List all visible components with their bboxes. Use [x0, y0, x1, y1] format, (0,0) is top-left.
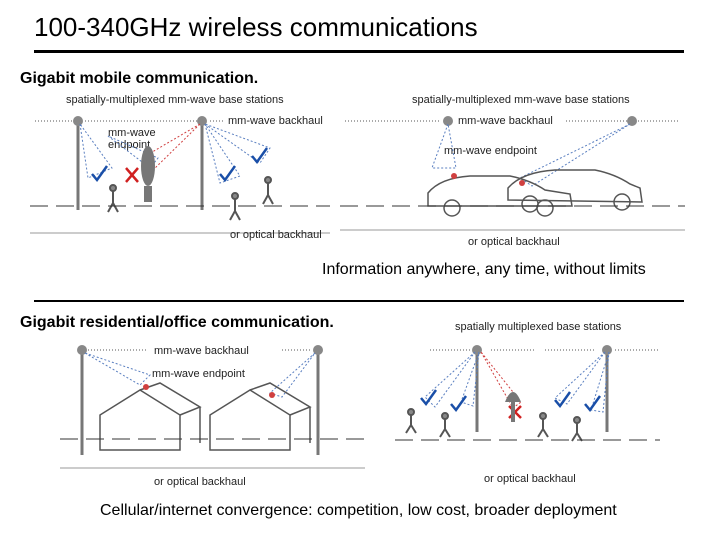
check-icon — [450, 395, 468, 413]
pole-2 — [313, 345, 323, 455]
page-title: 100-340GHz wireless communications — [34, 12, 478, 42]
pole-2 — [197, 116, 207, 210]
cellular-convergence-diagram: spatially multiplexed base stations — [395, 321, 660, 442]
backhaul-label: mm-wave backhaul — [154, 345, 249, 357]
endpoint-dot — [269, 392, 275, 398]
user-figure — [262, 176, 274, 205]
optical-backhaul-label: or optical backhaul — [468, 236, 560, 248]
house-icon — [209, 382, 312, 451]
user-figure — [571, 416, 583, 442]
check-icon — [554, 391, 572, 409]
house-icon — [99, 382, 202, 451]
section1-heading: Gigabit mobile communication. — [20, 70, 259, 87]
beam-blue-2 — [269, 352, 316, 398]
endpoint-label: mm-wave endpoint — [444, 145, 537, 157]
beam-red-1 — [141, 123, 201, 174]
beam-blue-3 — [204, 123, 271, 164]
section-divider — [34, 300, 684, 302]
base-stations-label: spatially multiplexed base stations — [455, 321, 622, 333]
beam-blue-1 — [84, 352, 151, 386]
user-figure — [107, 184, 119, 213]
optical-backhaul-label: or optical backhaul — [230, 229, 322, 241]
pole-2 — [602, 345, 612, 432]
pole-1 — [472, 345, 482, 432]
pole-1 — [73, 116, 83, 210]
beam-blue-1 — [431, 122, 457, 169]
backhaul-label: mm-wave backhaul — [228, 115, 323, 127]
mobile-street-diagram: spatially-multiplexed mm-wave base stati… — [30, 94, 330, 241]
user-figure — [229, 192, 241, 221]
pole-1 — [77, 345, 87, 455]
beam-blue-4 — [107, 135, 159, 169]
optical-backhaul-label: or optical backhaul — [154, 476, 246, 488]
section2-caption: Cellular/internet convergence: competiti… — [100, 502, 617, 519]
car-outline — [507, 169, 643, 213]
beam-blue-2 — [204, 123, 241, 184]
pole-left-head — [443, 116, 453, 126]
user-figure — [537, 412, 549, 438]
beam-blue-2 — [518, 123, 631, 187]
optical-backhaul-label: or optical backhaul — [484, 473, 576, 485]
car-outline — [427, 175, 573, 217]
section2-heading: Gigabit residential/office communication… — [20, 314, 334, 331]
beam-blue-3 — [554, 351, 606, 405]
user-figure — [439, 412, 451, 438]
obstacle-figure — [505, 392, 521, 422]
check-icon — [584, 395, 602, 413]
endpoint-dot — [519, 180, 525, 186]
blocked-cross-icon — [125, 167, 139, 183]
endpoint-dot — [451, 173, 457, 179]
base-stations-label: spatially-multiplexed mm-wave base stati… — [66, 94, 284, 106]
check-icon — [420, 389, 438, 407]
user-figure — [405, 408, 417, 434]
endpoint-label: mm-wave endpoint — [152, 368, 245, 380]
endpoint-label-1: mm-wave — [108, 127, 156, 139]
residential-diagram: mm-wave backhaul mm-wave endpoint or opt… — [60, 345, 365, 488]
vehicle-street-diagram: spatially-multiplexed mm-wave base stati… — [340, 94, 685, 248]
title-divider — [34, 50, 684, 53]
check-icon — [219, 165, 237, 183]
beam-blue-2 — [460, 351, 480, 407]
section1-caption: Information anywhere, any time, without … — [322, 261, 646, 278]
check-icon — [91, 165, 109, 183]
endpoint-dot — [143, 384, 149, 390]
obstacle-figure — [141, 146, 155, 202]
check-icon — [251, 147, 269, 165]
pole-right-head — [627, 116, 637, 126]
beam-red-1 — [480, 351, 522, 409]
backhaul-label: mm-wave backhaul — [458, 115, 553, 127]
beam-blue-1 — [424, 351, 476, 408]
base-stations-label: spatially-multiplexed mm-wave base stati… — [412, 94, 630, 106]
